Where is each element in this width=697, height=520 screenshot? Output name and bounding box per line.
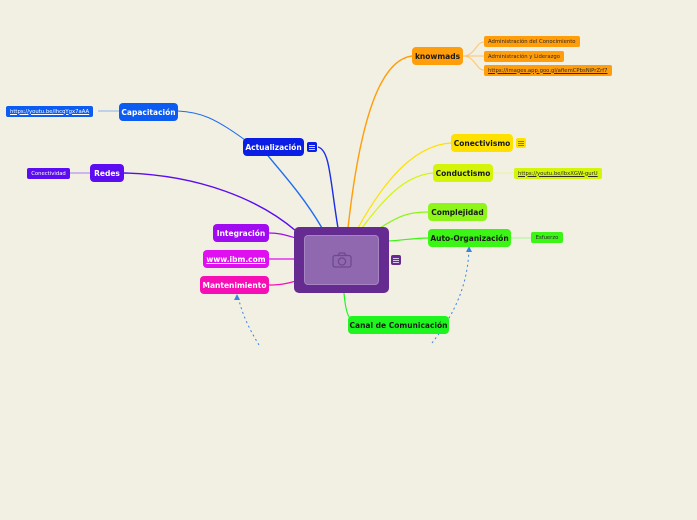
hyperlink[interactable]: https://youtu.be/IhcqYgx7aAA bbox=[10, 108, 90, 115]
topic-label: Mantenimiento bbox=[202, 280, 267, 290]
subtopic-label: Esfuerzo bbox=[535, 234, 559, 241]
central-note-icon[interactable] bbox=[391, 255, 401, 265]
subtopic-conectividad[interactable]: Conectividad bbox=[27, 168, 70, 179]
conectivismo-note-icon[interactable] bbox=[516, 138, 526, 148]
topic-label: Redes bbox=[94, 168, 120, 178]
subtopic-label: Conectividad bbox=[31, 170, 66, 177]
topic-label: Complejidad bbox=[431, 207, 484, 217]
topic-capacitacion[interactable]: Capacitación bbox=[119, 103, 178, 121]
topic-label: Conectivismo bbox=[453, 138, 511, 148]
topic-conductismo[interactable]: Conductismo bbox=[433, 164, 493, 182]
hyperlink[interactable]: https://youtu.be/lbxXGW-gurU bbox=[518, 170, 598, 177]
actualizacion-note-icon[interactable] bbox=[307, 142, 317, 152]
topic-actualizacion[interactable]: Actualización bbox=[243, 138, 304, 156]
topic-ibm-link[interactable]: www.ibm.com bbox=[203, 250, 269, 268]
subtopic-label: Administración del Conocimiento bbox=[488, 38, 576, 45]
topic-knowmads[interactable]: knowmads bbox=[412, 47, 463, 65]
topic-conectivismo[interactable]: Conectivismo bbox=[451, 134, 513, 152]
topic-canal-comunicacion[interactable]: Canal de Comunicación bbox=[348, 316, 449, 334]
subtopic-images-link[interactable]: https://images.app.goo.gl/afIemCPbsNiPrZ… bbox=[484, 65, 612, 76]
hyperlink[interactable]: www.ibm.com bbox=[206, 254, 266, 264]
subtopic-administracion-liderazgo[interactable]: Administración y Liderazgo bbox=[484, 51, 564, 62]
topic-label: Canal de Comunicación bbox=[349, 320, 448, 330]
topic-label: Auto-Organización bbox=[430, 233, 509, 243]
topic-mantenimiento[interactable]: Mantenimiento bbox=[200, 276, 269, 294]
subtopic-youtube-link-2[interactable]: https://youtu.be/lbxXGW-gurU bbox=[514, 168, 602, 179]
subtopic-esfuerzo[interactable]: Esfuerzo bbox=[531, 232, 563, 243]
central-topic[interactable] bbox=[294, 227, 389, 293]
subtopic-administracion-conocimiento[interactable]: Administración del Conocimiento bbox=[484, 36, 580, 47]
topic-label: Capacitación bbox=[121, 107, 176, 117]
topic-label: knowmads bbox=[414, 51, 461, 61]
topic-label: Actualización bbox=[245, 142, 302, 152]
topic-integracion[interactable]: Integración bbox=[213, 224, 269, 242]
subtopic-label: Administración y Liderazgo bbox=[488, 53, 560, 60]
topic-label: Integración bbox=[216, 228, 266, 238]
hyperlink[interactable]: https://images.app.goo.gl/afIemCPbsNiPrZ… bbox=[488, 67, 608, 74]
subtopic-youtube-link[interactable]: https://youtu.be/IhcqYgx7aAA bbox=[6, 106, 94, 117]
topic-label: Conductismo bbox=[435, 168, 491, 178]
camera-icon bbox=[331, 252, 352, 268]
topic-complejidad[interactable]: Complejidad bbox=[428, 203, 487, 221]
topic-redes[interactable]: Redes bbox=[90, 164, 124, 182]
central-image-placeholder bbox=[304, 235, 379, 285]
topic-auto-organizacion[interactable]: Auto-Organización bbox=[428, 229, 511, 247]
